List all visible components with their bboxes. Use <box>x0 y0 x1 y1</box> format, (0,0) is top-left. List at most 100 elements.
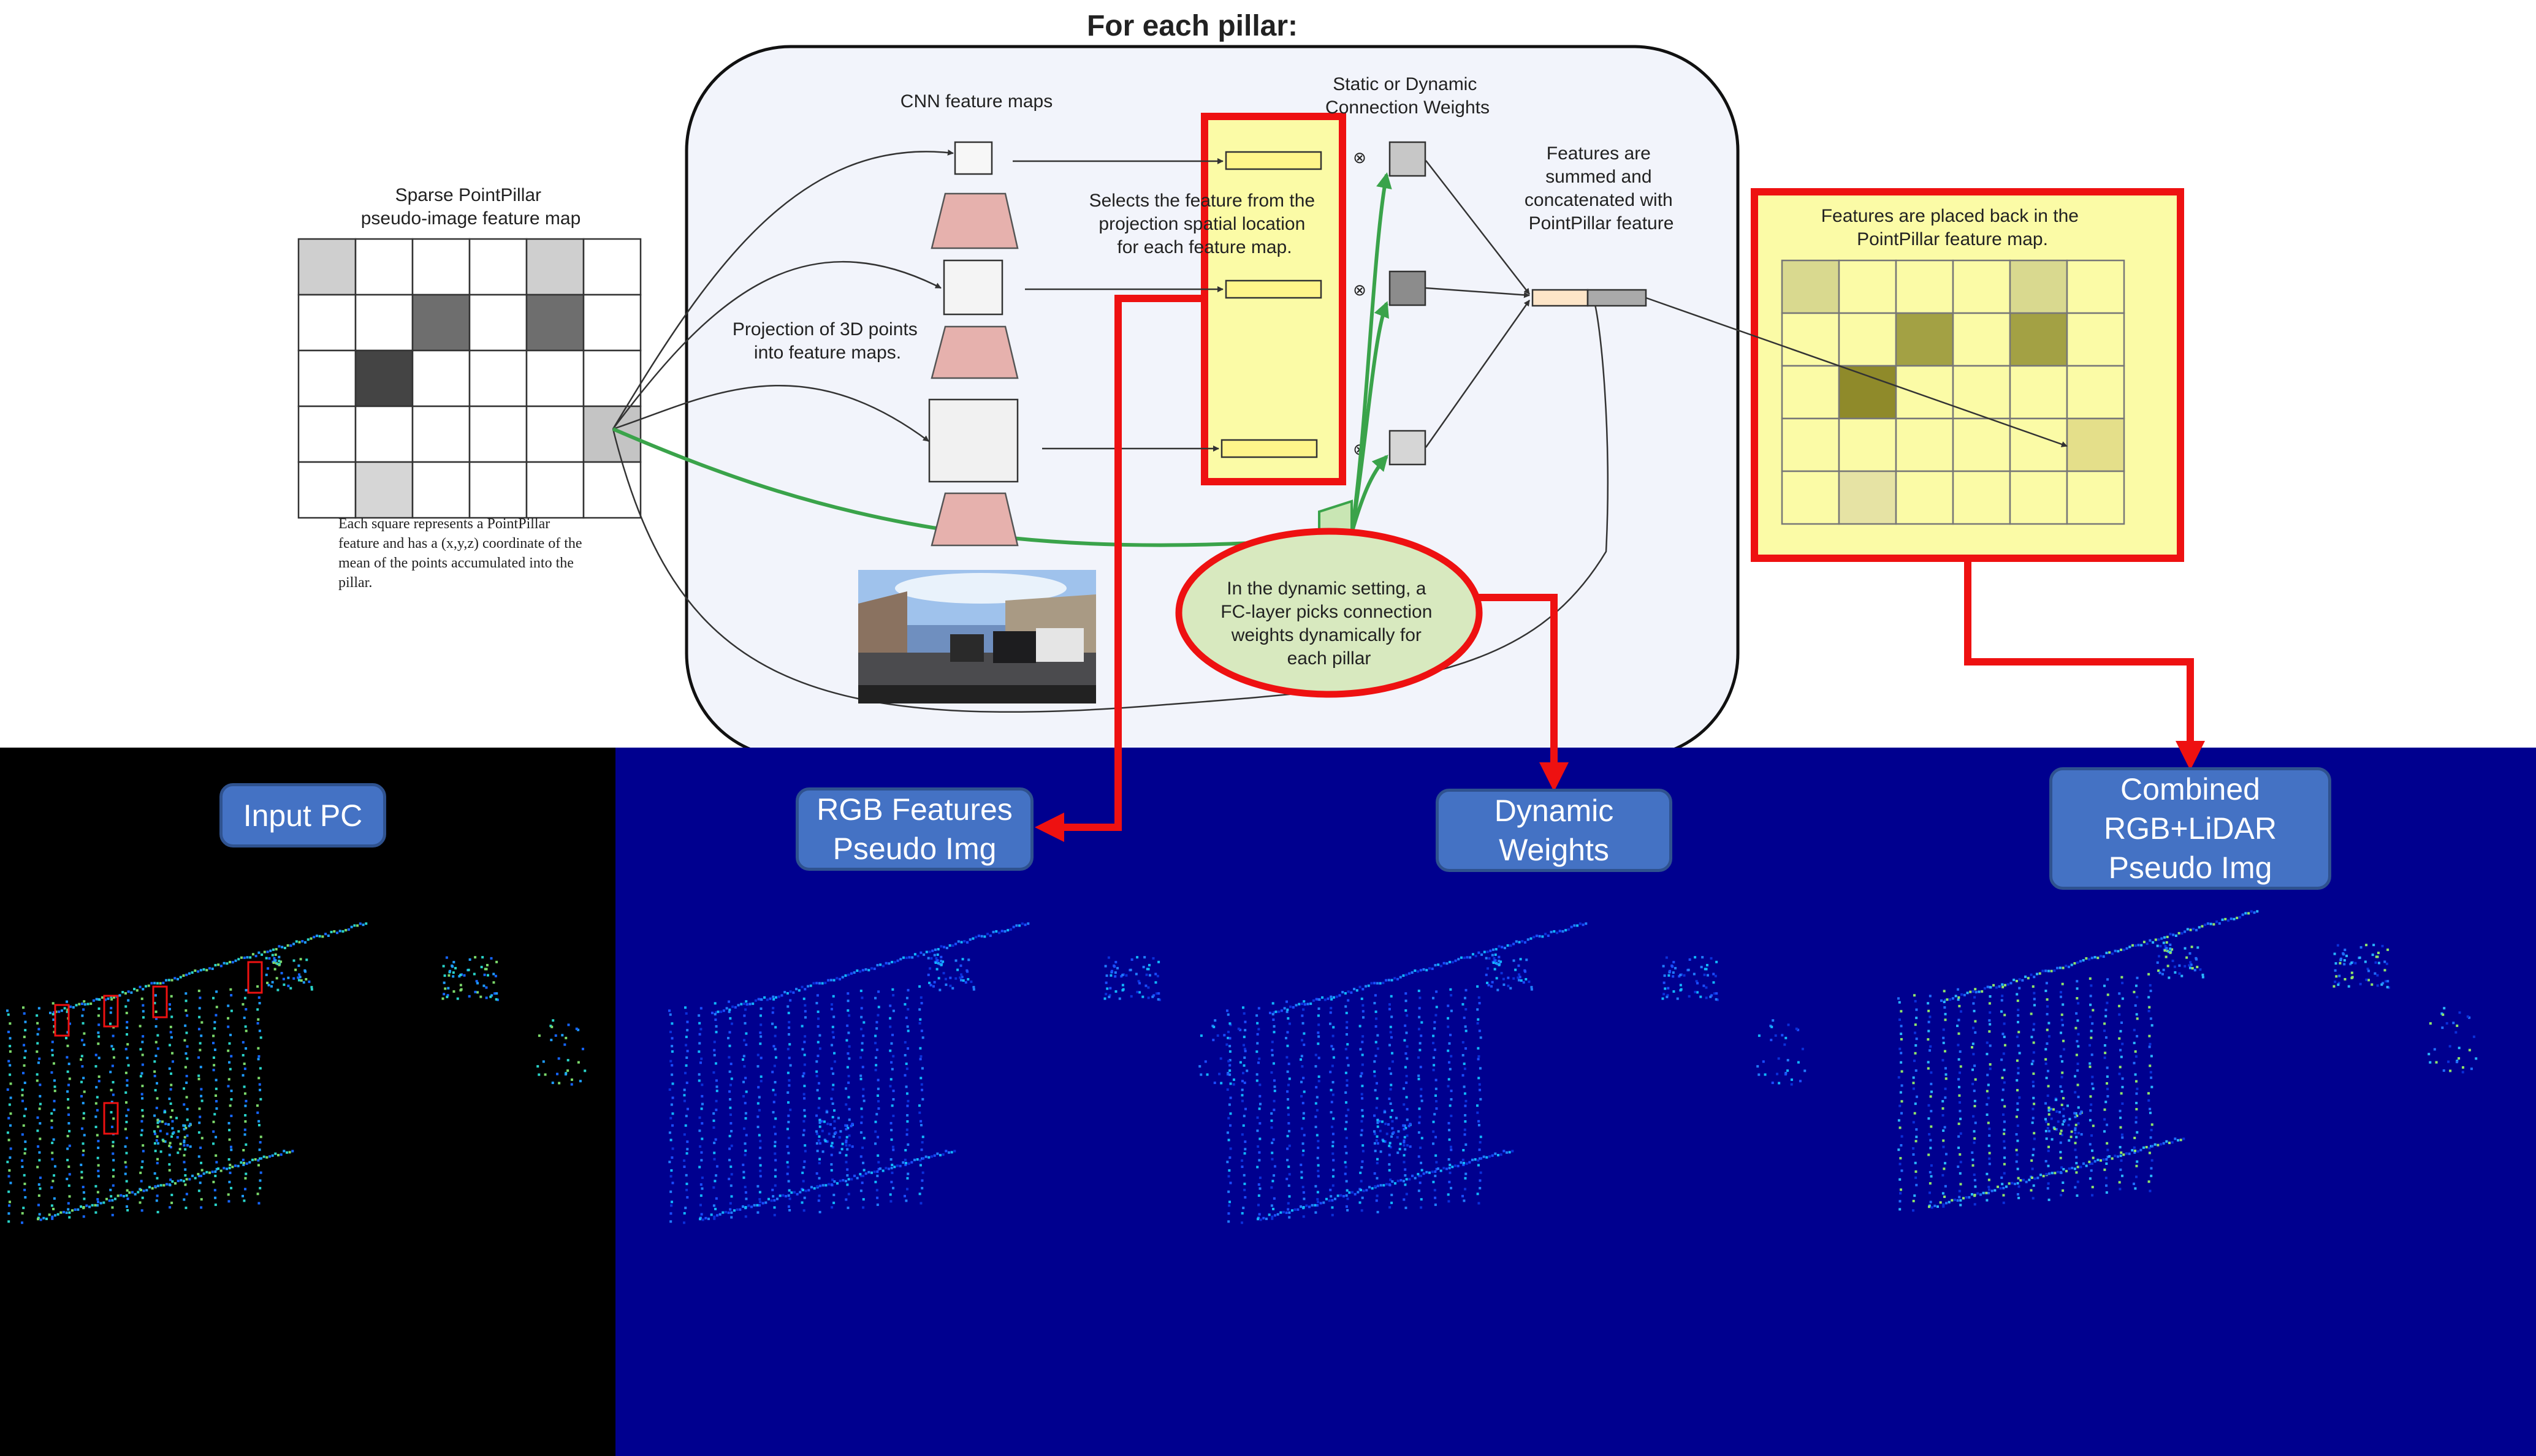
point <box>51 1217 54 1220</box>
point <box>951 987 954 990</box>
point <box>2125 947 2128 950</box>
point <box>1461 1054 1464 1057</box>
point <box>2089 1065 2092 1068</box>
point <box>2016 1102 2019 1105</box>
point <box>1274 1010 1278 1014</box>
point <box>565 1036 568 1039</box>
cnn-layer-2 <box>931 325 1019 379</box>
point <box>1227 1175 1230 1178</box>
detection-box <box>54 1004 70 1037</box>
point <box>2059 1085 2062 1088</box>
point <box>1271 1180 1274 1183</box>
point <box>896 1164 899 1167</box>
point <box>482 984 485 987</box>
point <box>2449 1069 2452 1072</box>
point <box>1388 1007 1391 1010</box>
point <box>8 1169 11 1172</box>
point <box>1435 1006 1438 1009</box>
point <box>685 1174 688 1177</box>
point <box>920 1083 923 1086</box>
point <box>859 1155 862 1158</box>
point <box>2150 1123 2153 1126</box>
point <box>197 1056 200 1059</box>
point <box>1389 1088 1392 1091</box>
point <box>7 1220 10 1223</box>
point <box>53 1090 56 1093</box>
point <box>877 1136 880 1139</box>
point <box>183 1180 185 1183</box>
point <box>698 1042 701 1045</box>
point <box>744 1142 747 1145</box>
point <box>848 1057 851 1060</box>
point <box>125 1194 128 1197</box>
point <box>2461 1071 2464 1074</box>
point <box>1159 998 1161 1001</box>
point <box>2442 1013 2445 1016</box>
point <box>1396 1151 1399 1155</box>
point <box>230 1098 233 1101</box>
point <box>877 1079 880 1082</box>
point <box>111 1064 114 1067</box>
point <box>80 1205 82 1208</box>
point <box>215 1167 218 1170</box>
point <box>1399 976 1402 979</box>
point <box>904 1003 907 1006</box>
point <box>889 1078 893 1081</box>
point <box>1974 1020 1977 1023</box>
point <box>1710 994 1713 997</box>
point <box>1757 1034 1761 1037</box>
point <box>729 1208 732 1211</box>
point <box>2104 1009 2108 1012</box>
point <box>756 1102 760 1105</box>
grid-cell <box>1895 312 1954 367</box>
point <box>2163 936 2166 939</box>
point <box>888 1167 890 1170</box>
point <box>2016 1139 2019 1142</box>
point <box>945 947 948 950</box>
point <box>1404 1024 1407 1027</box>
point <box>2047 1145 2051 1148</box>
point <box>135 989 139 992</box>
point <box>213 1027 216 1030</box>
point <box>742 1176 745 1179</box>
point <box>833 1127 836 1130</box>
point <box>112 1048 115 1051</box>
point <box>1897 1148 1900 1151</box>
point <box>833 1052 836 1055</box>
grid-cell <box>297 238 357 296</box>
point <box>2253 911 2256 914</box>
point <box>1439 1169 1442 1172</box>
point <box>802 1120 805 1123</box>
point <box>1223 1034 1226 1037</box>
point <box>2062 1039 2065 1042</box>
point <box>1898 1126 1902 1129</box>
point <box>215 1006 218 1009</box>
point <box>743 1003 745 1006</box>
point <box>2148 1147 2151 1150</box>
point <box>257 1077 261 1080</box>
point <box>1985 1191 1988 1194</box>
point <box>185 1178 188 1181</box>
point <box>1987 1144 1990 1147</box>
point <box>142 1144 145 1147</box>
point <box>1987 1178 1990 1181</box>
point <box>861 969 864 972</box>
point <box>86 1003 89 1006</box>
point <box>2475 1057 2478 1060</box>
point <box>1478 1083 1481 1086</box>
point <box>959 964 962 967</box>
point <box>2180 974 2184 977</box>
point <box>2028 1178 2031 1181</box>
point <box>831 1142 834 1145</box>
point <box>927 973 930 976</box>
point <box>80 1080 83 1083</box>
point <box>1943 1006 1946 1009</box>
point <box>1272 1138 1275 1141</box>
point <box>1479 1036 1482 1039</box>
point <box>2089 1177 2092 1180</box>
point <box>2047 1129 2051 1132</box>
point <box>156 1194 159 1197</box>
point <box>1361 1016 1365 1019</box>
point <box>745 1134 748 1137</box>
point <box>823 1120 826 1123</box>
